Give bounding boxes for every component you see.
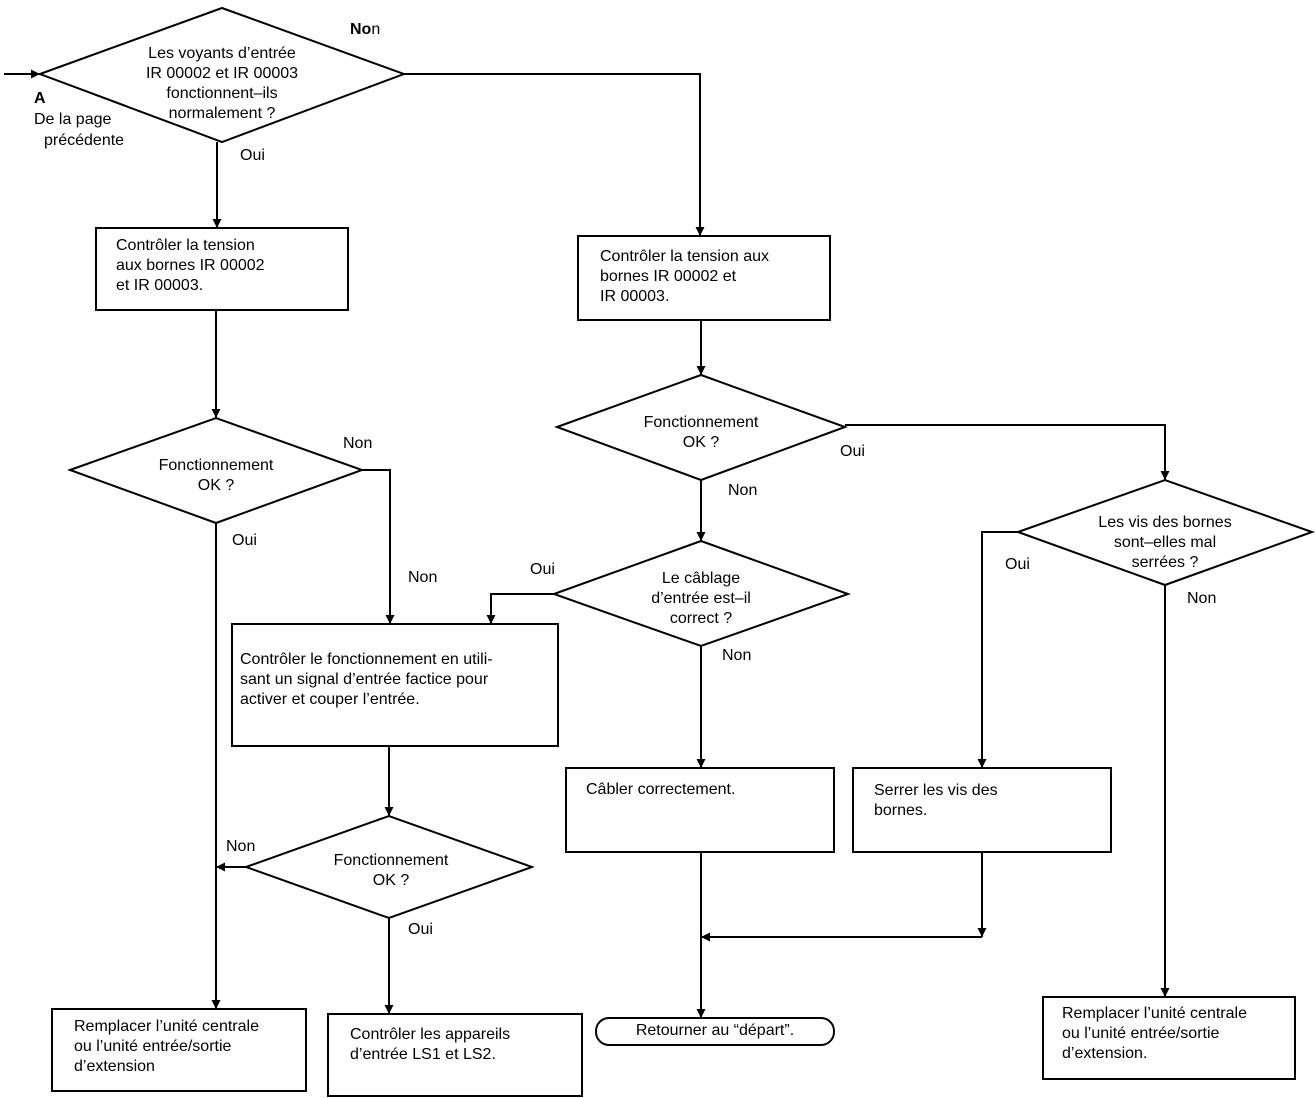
box-left1-text: Contrôler la tension aux bornes IR 00002… [116,236,265,296]
decision-operation-ok-bottom [243,814,535,920]
d6-yes-label: Oui [408,921,433,938]
d3-line: OK ? [682,434,720,451]
d4-line: Le câblage [661,570,741,587]
box-dummy-line: Contrôler le fonctionnement en utili- [240,651,493,668]
box-right1-line: bornes IR 00002 et [600,268,737,285]
box-right1-line: IR 00003. [600,288,670,305]
box-replace-cpu-right [1042,996,1296,1080]
arrow-d2-no [362,469,395,624]
box-left1-line: aux bornes IR 00002 [116,257,265,274]
box-dummy-line: activer et couper l’entrée. [240,691,420,708]
arrow-d5-yes [977,531,1018,768]
d2-yes-label: Oui [232,532,257,549]
d4-no-label: Non [408,569,438,586]
d5-line: serrées ? [1131,554,1199,571]
arrow-d1-no [404,73,705,236]
d5-no-label: Non [1187,590,1217,607]
box-screws-line: bornes. [874,802,928,819]
d5-text: Les vis des bornes sont–elles mal serrée… [1075,513,1255,573]
d3-no-label: Non [728,482,758,499]
decision-wiring-correct [551,539,851,648]
box-dummy-signal [231,623,559,747]
box-right1-line: Contrôler la tension aux [600,248,769,265]
d3-yes-label: Oui [840,443,865,460]
d1-line: normalement ? [168,105,276,122]
d5-line: Les vis des bornes [1098,514,1232,531]
box-wire-text: Câbler correctement. [586,780,735,800]
d4-text: Le câblage d’entrée est–il correct ? [621,569,781,629]
d1-no-prefix: No [350,21,372,38]
d2-no-label: Non [343,435,373,452]
box-check-devices [327,1013,583,1097]
box-replace-right-line: Remplacer l’unité centrale [1062,1005,1247,1022]
d1-yes-label: Oui [240,147,265,164]
d3-text: Fonctionnement OK ? [621,413,781,453]
box-left1-line: Contrôler la tension [116,237,255,254]
box-replace-cpu-left [51,1008,307,1092]
terminator-return-text: Retourner au “départ”. [635,1022,795,1039]
d1-no-label: Non [350,20,380,40]
entry-label-line1: De la page [34,111,112,128]
box-right1-text: Contrôler la tension aux bornes IR 00002… [600,247,769,307]
box-screws-line: Serrer les vis des [874,782,998,799]
d2-line: Fonctionnement [158,457,274,474]
box-check-voltage-left [95,227,349,311]
box-dummy-text: Contrôler le fonctionnement en utili- sa… [240,650,493,710]
d3-line: Fonctionnement [643,414,759,431]
d1-no-suffix: n [371,21,381,38]
box-screws-text: Serrer les vis des bornes. [874,781,998,821]
d4-yes-label: Oui [530,561,555,578]
box-replace-right-text: Remplacer l’unité centrale ou l’unité en… [1062,1004,1247,1064]
entry-label-line2: précédente [44,132,125,149]
d2-line: OK ? [197,477,235,494]
box-replace-left-line: ou l’unité entrée/sortie [74,1038,232,1055]
arrow-d4-yes [486,593,554,624]
terminator-return-start [595,1017,835,1046]
d4-line: d’entrée est–il [651,590,751,607]
box-replace-left-text: Remplacer l’unité centrale ou l’unité en… [74,1017,259,1077]
box-check-voltage-right [577,235,831,321]
d6-line: OK ? [372,872,410,889]
box-left1-line: et IR 00003. [116,277,204,294]
d5-line: sont–elles mal [1113,534,1217,551]
box-replace-right-line: d’extension. [1062,1045,1148,1062]
d1-line: IR 00002 et IR 00003 [145,65,299,82]
arrow-d3-yes [845,424,1170,480]
d4-no-label-below: Non [722,647,752,664]
box-dummy-line: sant un signal d’entrée factice pour [240,671,489,688]
box-devices-line: d’entrée LS1 et LS2. [350,1046,496,1063]
d4-line: correct ? [669,610,733,627]
box-replace-left-line: d’extension [74,1058,155,1075]
box-wire-line: Câbler correctement. [586,781,736,798]
box-replace-left-line: Remplacer l’unité centrale [74,1018,259,1035]
d6-no-label: Non [226,838,256,855]
box-devices-line: Contrôler les appareils [350,1026,511,1043]
entry-letter: A [34,90,46,107]
d5-yes-label: Oui [1005,556,1030,573]
d6-line: Fonctionnement [333,852,449,869]
box-replace-right-line: ou l’unité entrée/sortie [1062,1025,1220,1042]
decision-operation-ok-right [554,373,848,482]
d2-text: Fonctionnement OK ? [136,456,296,496]
d1-line: Les voyants d’entrée [148,45,296,62]
box-devices-text: Contrôler les appareils d’entrée LS1 et … [350,1025,510,1065]
d1-text: Les voyants d’entrée IR 00002 et IR 0000… [122,44,322,124]
d1-line: fonctionnent–ils [166,85,278,102]
d6-text: Fonctionnement OK ? [311,851,471,891]
decision-screws-loose [1015,478,1315,587]
